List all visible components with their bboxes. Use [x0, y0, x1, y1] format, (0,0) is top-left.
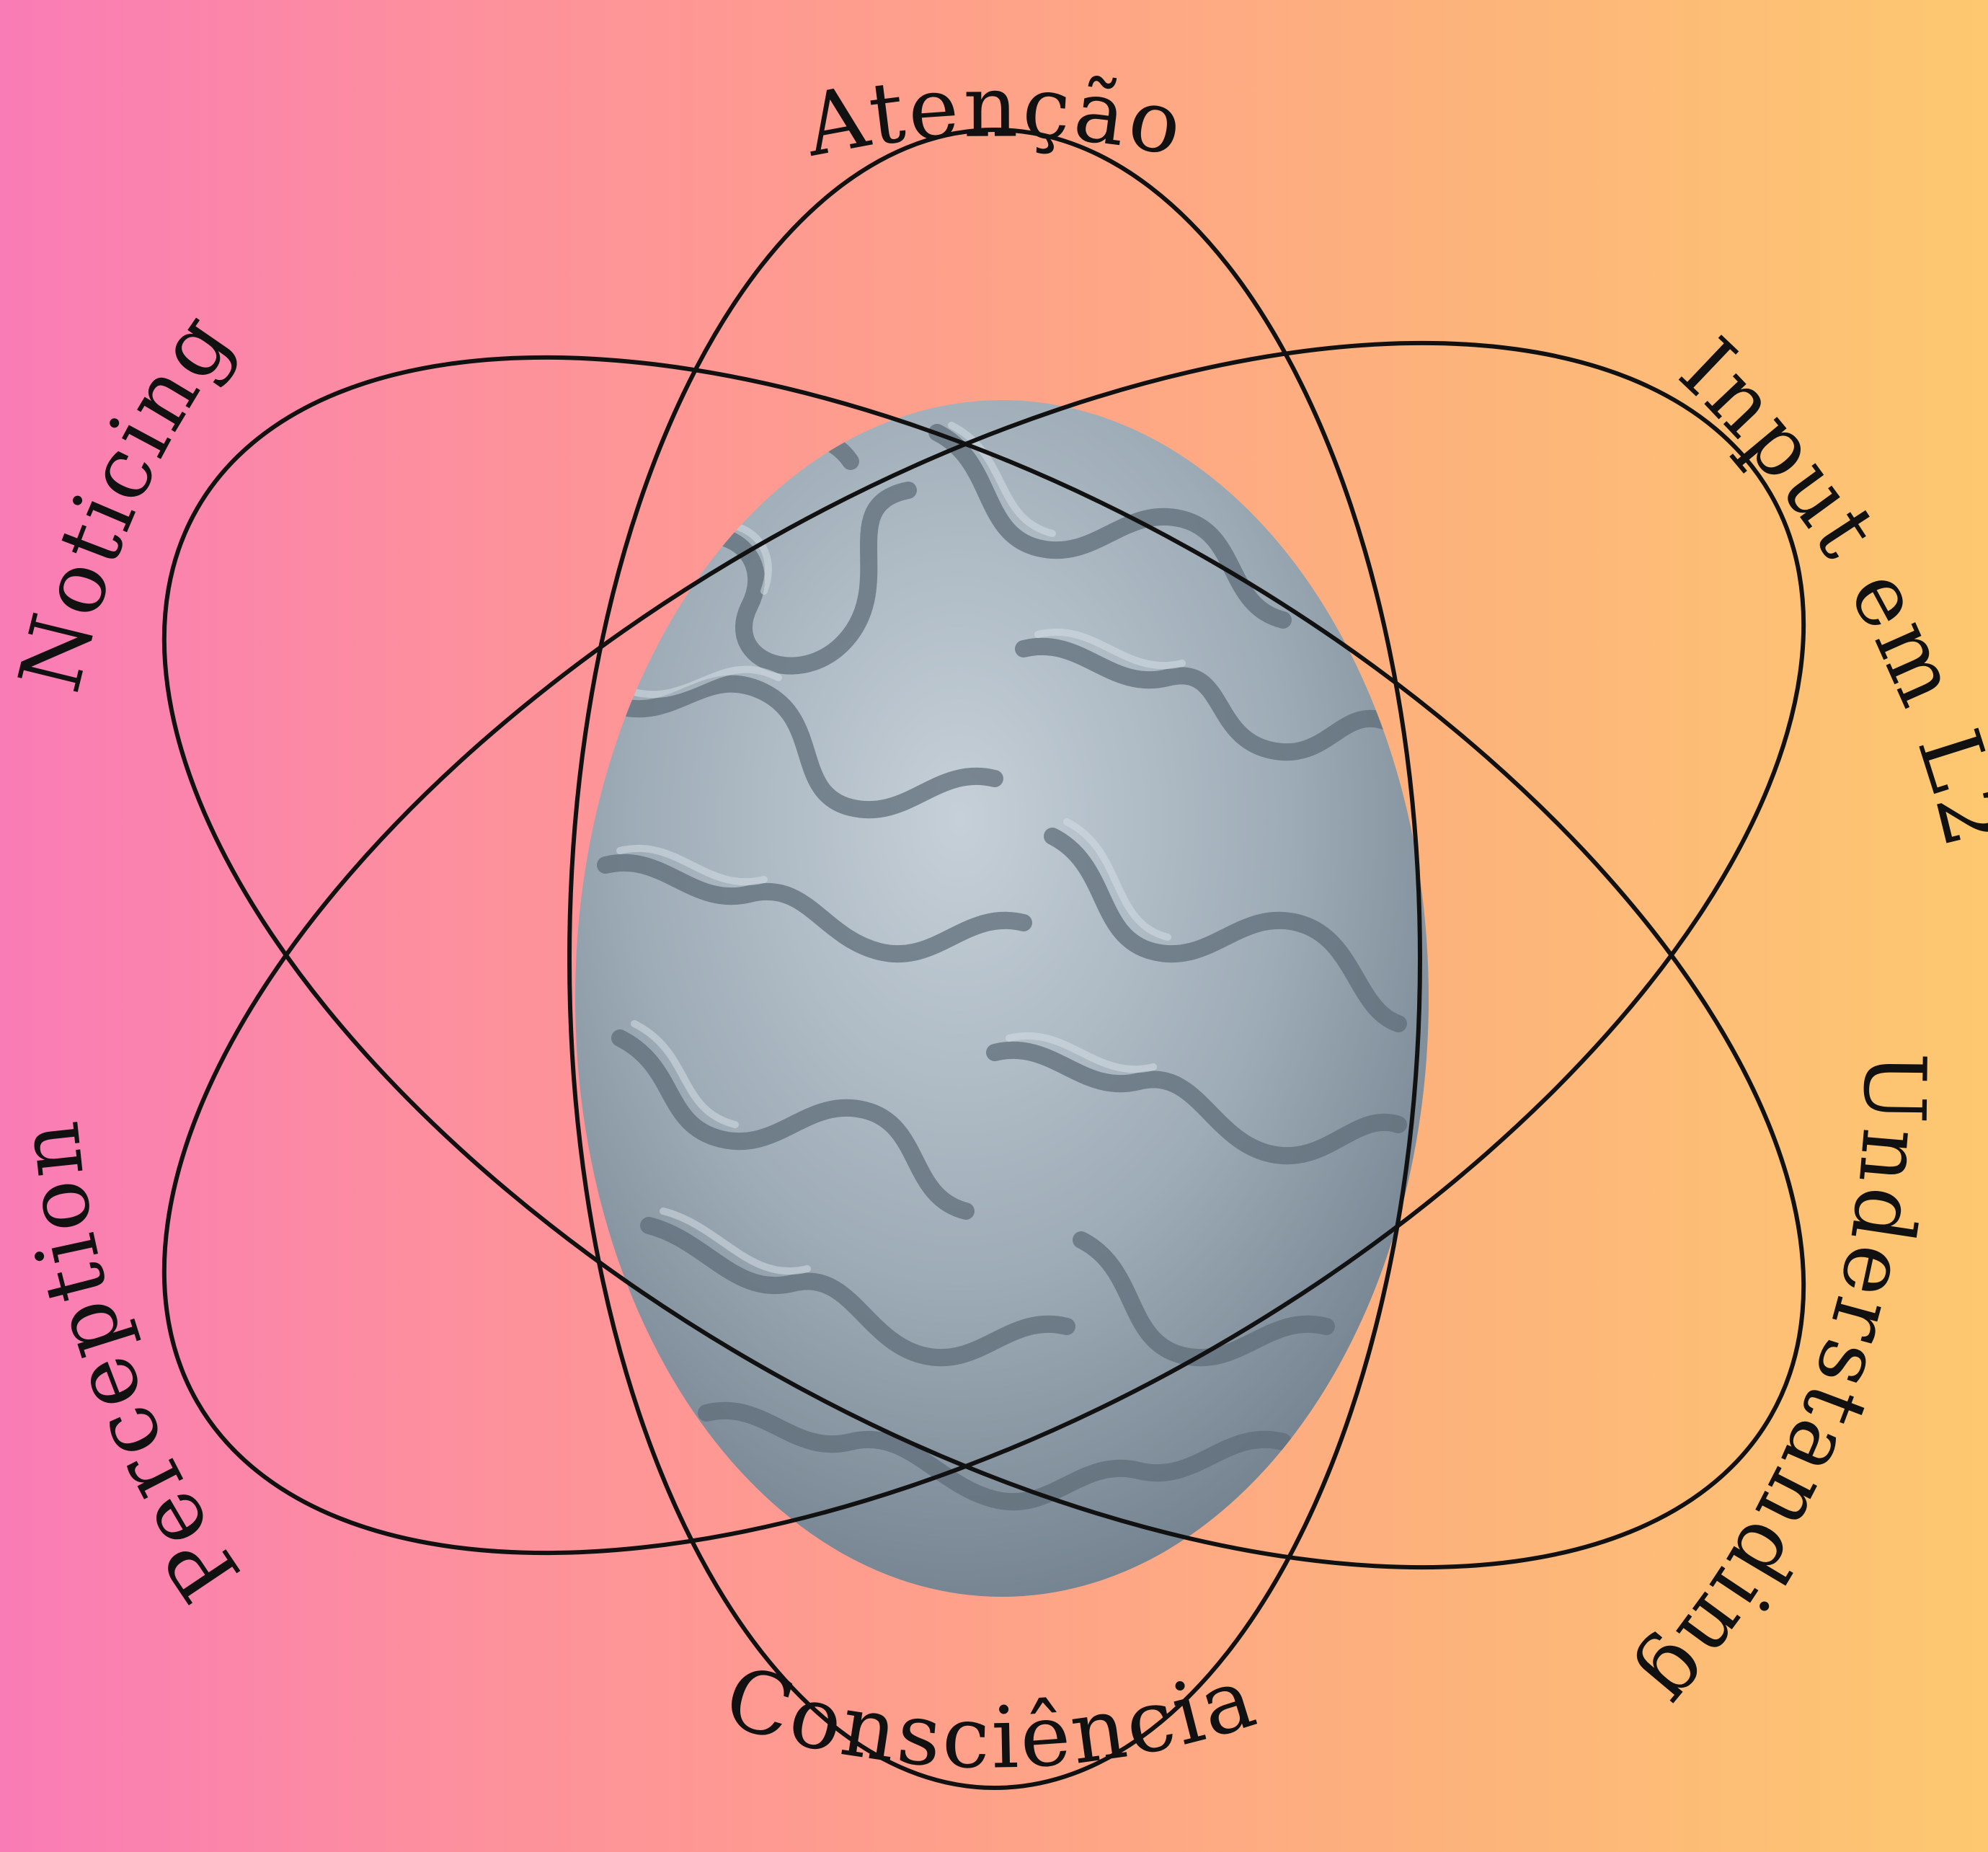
- label-perception: Perception: [0, 1115, 259, 1619]
- label-noticing: Noticing: [0, 293, 252, 701]
- label-consciencia: Consciência: [714, 1647, 1269, 1788]
- label-atencao: Atenção: [796, 56, 1193, 175]
- label-input-l2: Input em L2: [1661, 319, 1988, 859]
